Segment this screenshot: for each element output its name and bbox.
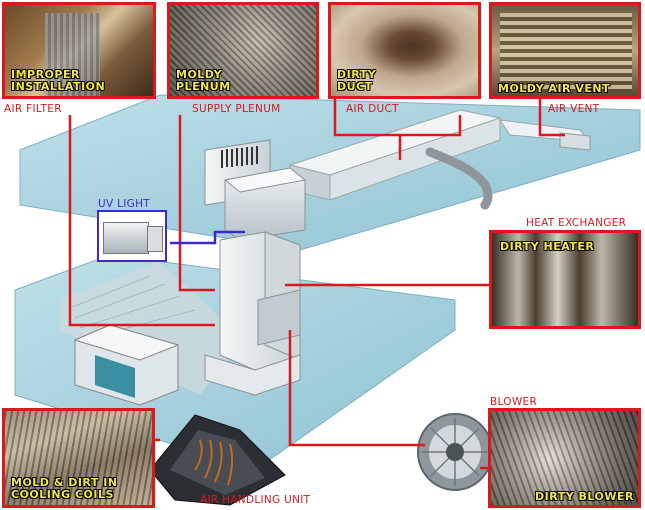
air-handling-unit-body [204,139,307,371]
photo-cooling-coils: MOLD & DIRT IN COOLING COILS [2,408,155,508]
main-duct [288,109,592,210]
return-grille [221,146,258,168]
photo-dirty-blower: DIRTY BLOWER [488,408,641,508]
photo-detail [5,411,152,505]
photo-dirty-duct: DIRTY DUCT [328,2,481,99]
photo-moldy-air-vent: MOLDY AIR VENT [489,2,641,99]
photo-improper-installation: IMPROPER INSTALLATION [2,2,156,99]
label-supply-plenum: SUPPLY PLENUM [192,103,281,115]
photo-detail [45,13,100,96]
callout-air-duct [333,95,462,137]
photo-caption: DIRTY HEATER [500,240,595,253]
photo-dirty-heater: DIRTY HEATER [489,230,641,329]
photo-caption: IMPROPER INSTALLATION [11,68,106,93]
label-uv-light: UV LIGHT [98,198,150,210]
label-air-handling-unit: AIR HANDLING UNIT [200,494,311,506]
foundation-wall [60,262,245,395]
photo-caption: MOLDY PLENUM [176,68,231,93]
photo-caption: MOLD & DIRT IN COOLING COILS [11,476,118,501]
photo-caption: DIRTY BLOWER [535,490,634,503]
photo-detail [491,411,638,505]
base-plenum [204,354,301,396]
watermark: ebay [616,499,639,509]
callout-supply-plenum [178,115,215,292]
photo-moldy-plenum: MOLDY PLENUM [167,2,319,99]
blower-wheel-illustration [417,413,493,491]
callout-uv-light [170,230,245,245]
photo-caption: DIRTY DUCT [337,68,377,93]
callout-blower [288,330,425,447]
cooling-coil-illustration [149,414,286,506]
callout-air-vent [538,95,565,137]
outdoor-condenser-unit [73,324,180,406]
photo-uv-light [97,210,167,262]
photo-detail [500,13,632,93]
photo-caption: MOLDY AIR VENT [498,82,611,95]
photo-detail [170,5,316,96]
uv-device-body [103,222,149,254]
callout-air-filter [68,115,215,327]
label-air-duct: AIR DUCT [346,103,399,115]
uv-device-panel [147,226,163,252]
label-air-filter: AIR FILTER [4,103,62,115]
label-air-vent: AIR VENT [548,103,600,115]
label-blower: BLOWER [490,396,538,408]
label-heat-exchanger: HEAT EXCHANGER [526,217,627,229]
